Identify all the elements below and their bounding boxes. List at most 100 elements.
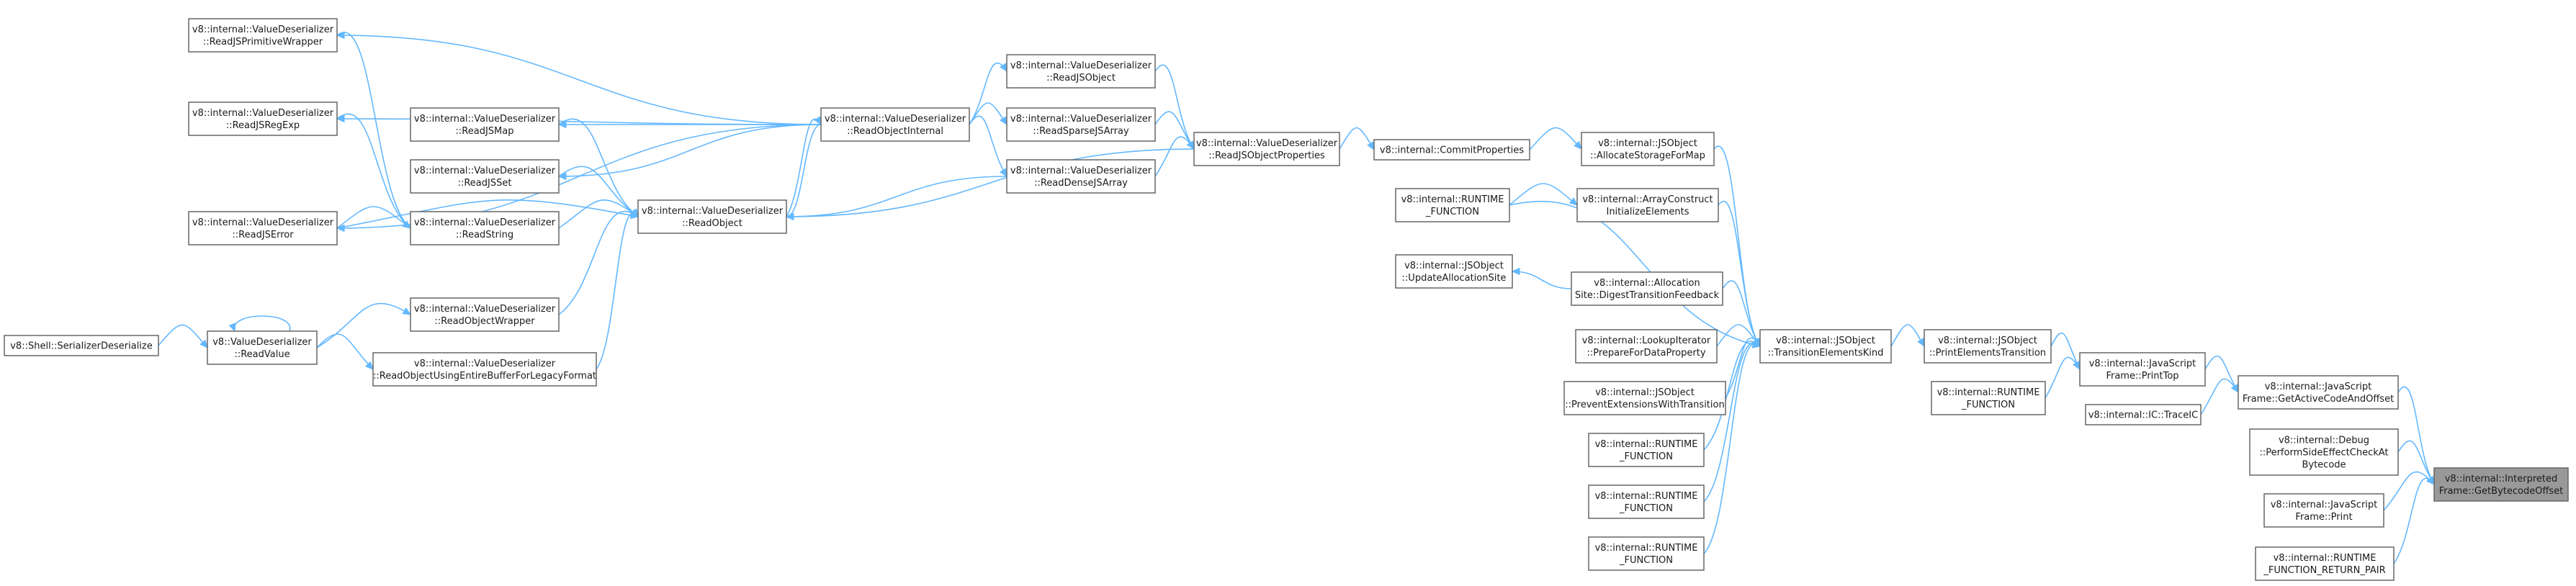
node-box bbox=[820, 107, 970, 142]
node-box bbox=[188, 18, 338, 53]
node-label-line: ::PreventExtensionsWithTransition bbox=[1565, 400, 1724, 410]
valuedeserializer-readobjectinternal-node[interactable]: v8::internal::ValueDeserializer::ReadObj… bbox=[820, 107, 970, 142]
node-box bbox=[2249, 428, 2399, 476]
node-label-line: v8::internal::RUNTIME bbox=[1595, 543, 1698, 554]
valuedeserializer-readjsobject-node[interactable]: v8::internal::ValueDeserializer::ReadJSO… bbox=[1006, 54, 1156, 89]
call-edge-arrowhead bbox=[2073, 361, 2081, 371]
node-label-line: InitializeElements bbox=[1606, 207, 1689, 217]
valuedeserializer-readjsobjectproperties-node[interactable]: v8::internal::ValueDeserializer::ReadJSO… bbox=[1193, 132, 1340, 166]
v8-valuedeserializer-readvalue-node[interactable]: v8::ValueDeserializer::ReadValue bbox=[207, 330, 318, 365]
valuedeserializer-readjsmap-node[interactable]: v8::internal::ValueDeserializer::ReadJSM… bbox=[410, 107, 560, 142]
node-label-line: v8::internal::RUNTIME bbox=[1401, 194, 1504, 205]
node-label-line: v8::internal::RUNTIME bbox=[1595, 491, 1698, 502]
call-edge-line bbox=[786, 124, 822, 217]
runtime-function-node-e[interactable]: v8::internal::RUNTIME_FUNCTION bbox=[1395, 188, 1510, 222]
call-edge bbox=[1154, 136, 1195, 177]
call-edge-line bbox=[158, 324, 208, 348]
call-edge-line bbox=[1512, 271, 1572, 289]
node-label-line: v8::internal::ValueDeserializer bbox=[414, 359, 556, 369]
call-edge bbox=[969, 115, 1007, 178]
node-label-line: v8::internal::ValueDeserializer bbox=[825, 114, 966, 125]
node-label-line: ::ReadObjectInternal bbox=[847, 126, 943, 137]
call-edge bbox=[158, 324, 208, 348]
call-edge bbox=[316, 302, 412, 348]
node-layer: v8::internal::InterpretedFrame::GetBytec… bbox=[4, 18, 2569, 581]
node-box bbox=[410, 297, 560, 332]
call-edge bbox=[558, 209, 639, 315]
jsobject-allocatestorageformap-node[interactable]: v8::internal::JSObject::AllocateStorageF… bbox=[1581, 132, 1715, 166]
call-edge-arrowhead bbox=[1569, 197, 1578, 206]
runtime-function-return-pair-node[interactable]: v8::internal::RUNTIME_FUNCTION_RETURN_PA… bbox=[2255, 546, 2395, 581]
call-edge-line bbox=[2393, 477, 2435, 564]
valuedeserializer-readobjectwrapper-node[interactable]: v8::internal::ValueDeserializer::ReadObj… bbox=[410, 297, 560, 332]
call-edge bbox=[228, 315, 291, 333]
node-box bbox=[1571, 271, 1723, 306]
valuedeserializer-readdensejsarray-node[interactable]: v8::internal::ValueDeserializer::ReadDen… bbox=[1006, 159, 1156, 194]
arrayconstruct-initializeelements-node[interactable]: v8::internal::ArrayConstructInitializeEl… bbox=[1576, 188, 1719, 222]
jsobject-printelementstransition-node[interactable]: v8::internal::JSObject::PrintElementsTra… bbox=[1924, 329, 2052, 364]
call-edge-line bbox=[1339, 127, 1375, 150]
node-box bbox=[1575, 329, 1718, 364]
node-label-line: v8::internal::RUNTIME bbox=[1937, 387, 2040, 398]
jsobject-transitionelementskind-node[interactable]: v8::internal::JSObject::TransitionElemen… bbox=[1759, 329, 1892, 364]
valuedeserializer-readobject-node[interactable]: v8::internal::ValueDeserializer::ReadObj… bbox=[637, 199, 787, 234]
node-label-line: v8::internal::ArrayConstruct bbox=[1582, 194, 1713, 205]
call-edge-arrowhead bbox=[557, 172, 567, 181]
node-label-line: v8::internal::JSObject bbox=[1404, 261, 1504, 271]
ic-traceic-node[interactable]: v8::internal::IC::TraceIC bbox=[2085, 404, 2202, 425]
call-edge-line bbox=[2204, 355, 2239, 393]
valuedeserializer-readobjectusingentirebufferforlegacyformat-node[interactable]: v8::internal::ValueDeserializer::ReadObj… bbox=[372, 352, 597, 387]
node-label-line: v8::internal::ValueDeserializer bbox=[192, 24, 334, 35]
valuedeserializer-readsparsejsarray-node[interactable]: v8::internal::ValueDeserializer::ReadSpa… bbox=[1006, 107, 1156, 142]
jsobject-updateallocationsite-node[interactable]: v8::internal::JSObject::UpdateAllocation… bbox=[1395, 254, 1513, 289]
call-edge-arrowhead bbox=[557, 120, 567, 129]
node-box bbox=[1563, 381, 1726, 415]
node-box bbox=[1588, 433, 1705, 467]
node-label-line: v8::Shell::SerializerDeserialize bbox=[10, 341, 153, 352]
node-box bbox=[1006, 159, 1156, 194]
valuedeserializer-readjsprimitivewrapper-node[interactable]: v8::internal::ValueDeserializer::ReadJSP… bbox=[188, 18, 338, 53]
allocationsite-digesttransitionfeedback-node[interactable]: v8::internal::AllocationSite::DigestTran… bbox=[1571, 271, 1723, 306]
lookupiterator-preparefordataproperty-node[interactable]: v8::internal::LookupIterator::PrepareFor… bbox=[1575, 329, 1718, 364]
call-edge-arrowhead bbox=[402, 307, 412, 315]
debug-performsideeffectcheckatbytecode-node[interactable]: v8::internal::Debug::PerformSideEffectCh… bbox=[2249, 428, 2399, 476]
commitproperties-node[interactable]: v8::internal::CommitProperties bbox=[1373, 139, 1530, 161]
call-edge-arrowhead bbox=[814, 116, 822, 126]
runtime-function-node-d[interactable]: v8::internal::RUNTIME_FUNCTION bbox=[1588, 536, 1705, 571]
node-box bbox=[4, 335, 159, 356]
valuedeserializer-readjserror-node[interactable]: v8::internal::ValueDeserializer::ReadJSE… bbox=[188, 211, 338, 245]
call-edge bbox=[336, 32, 411, 229]
javascript-frame-getactivecodeandoffset-node[interactable]: v8::internal::JavaScriptFrame::GetActive… bbox=[2238, 375, 2399, 410]
node-label-line: v8::internal::RUNTIME bbox=[2274, 553, 2377, 564]
node-label-line: Frame::GetActiveCodeAndOffset bbox=[2243, 394, 2394, 405]
runtime-function-node-a[interactable]: v8::internal::RUNTIME_FUNCTION bbox=[1931, 381, 2046, 415]
runtime-function-node-b[interactable]: v8::internal::RUNTIME_FUNCTION bbox=[1588, 433, 1705, 467]
valuedeserializer-readstring-node[interactable]: v8::internal::ValueDeserializer::ReadStr… bbox=[410, 211, 560, 245]
call-edge-arrowhead bbox=[402, 220, 411, 229]
call-edge-line bbox=[558, 199, 639, 229]
call-edge-arrowhead bbox=[785, 212, 794, 221]
call-edge-line bbox=[1154, 64, 1195, 150]
node-label-line: v8::internal::ValueDeserializer bbox=[1010, 166, 1152, 176]
valuedeserializer-readjsregexp-node[interactable]: v8::internal::ValueDeserializer::ReadJSR… bbox=[188, 102, 338, 136]
node-box bbox=[1395, 188, 1510, 222]
call-edge bbox=[2200, 378, 2239, 415]
node-label-line: v8::internal::JavaScript bbox=[2089, 359, 2196, 369]
shell-serializerdeserialize-node[interactable]: v8::Shell::SerializerDeserialize bbox=[4, 335, 159, 356]
interpreted-frame-getbytecodeoffset-node[interactable]: v8::internal::InterpretedFrame::GetBytec… bbox=[2433, 467, 2569, 502]
jsobject-preventextensionswithtransition-node[interactable]: v8::internal::JSObject::PreventExtension… bbox=[1563, 381, 1726, 415]
runtime-function-node-c[interactable]: v8::internal::RUNTIME_FUNCTION bbox=[1588, 484, 1705, 519]
node-label-line: v8::internal::ValueDeserializer bbox=[414, 114, 556, 125]
call-edge-line bbox=[316, 333, 374, 370]
node-label-line: _FUNCTION bbox=[1619, 555, 1673, 566]
node-box bbox=[207, 330, 318, 365]
node-label-line: ::ReadJSRegExp bbox=[226, 120, 300, 131]
valuedeserializer-readjsset-node[interactable]: v8::internal::ValueDeserializer::ReadJSS… bbox=[410, 159, 560, 194]
call-edge bbox=[969, 102, 1007, 126]
call-edge-arrowhead bbox=[1186, 140, 1195, 150]
call-edge-line bbox=[1718, 201, 1761, 347]
call-edge-line bbox=[2397, 386, 2435, 485]
call-edge bbox=[336, 31, 822, 125]
